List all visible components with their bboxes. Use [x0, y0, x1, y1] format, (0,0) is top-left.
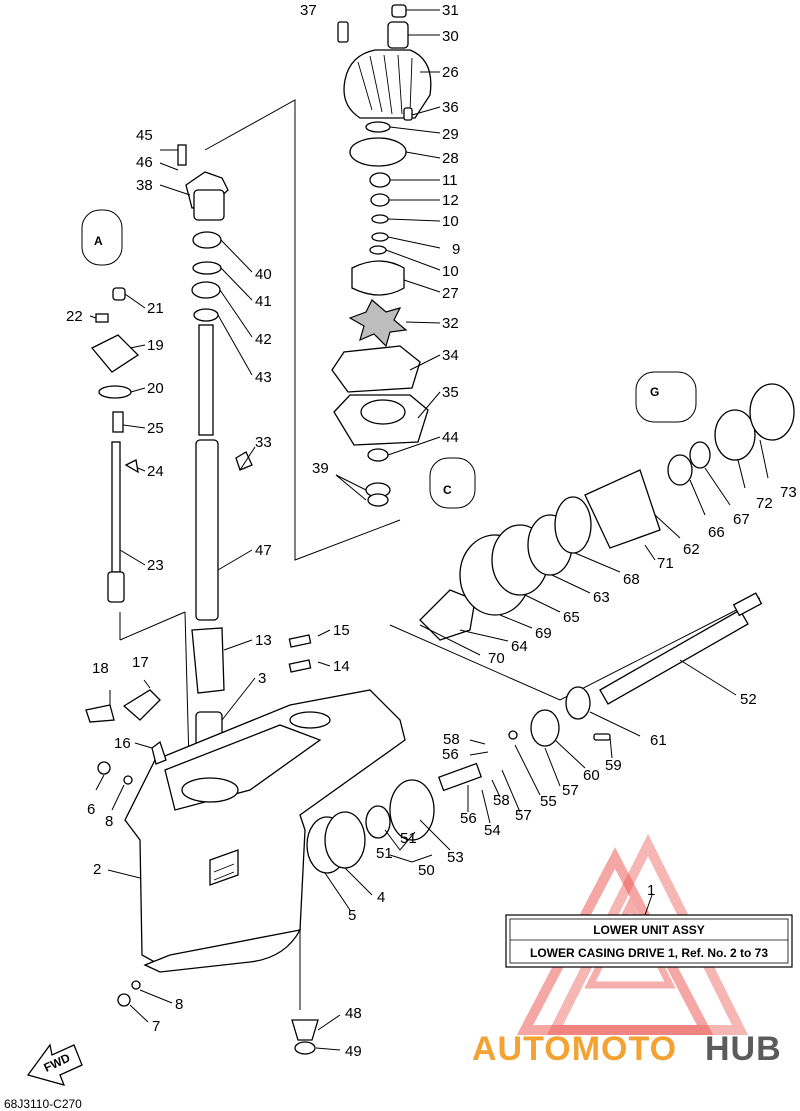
callout-25: 25 [147, 420, 164, 437]
callout-15: 15 [333, 622, 350, 639]
callout-60: 60 [583, 767, 600, 784]
callout-12: 12 [442, 192, 459, 209]
callout-10-upper: 10 [442, 213, 459, 230]
callout-59: 59 [605, 757, 622, 774]
callout-17: 17 [132, 654, 149, 671]
callout-labels: 31 30 37 26 36 29 28 11 12 10 9 10 27 32… [66, 2, 797, 1060]
callout-38: 38 [136, 177, 153, 194]
callout-54: 54 [484, 822, 501, 839]
svg-text:G: G [650, 385, 659, 399]
callout-56-top: 56 [442, 746, 459, 763]
callout-48: 48 [345, 1005, 362, 1022]
info-box-subtitle: LOWER CASING DRIVE 1, Ref. No. 2 to 73 [530, 946, 768, 960]
fwd-arrow: FWD [26, 1043, 83, 1086]
callout-46: 46 [136, 154, 153, 171]
water-pump-housing [331, 4, 432, 507]
callout-67: 67 [733, 511, 750, 528]
callout-5: 5 [348, 907, 356, 924]
callout-27: 27 [442, 285, 459, 302]
callout-32: 32 [442, 315, 459, 332]
callout-14: 14 [333, 658, 350, 675]
diagram-code: 68J3110-C270 [4, 1097, 82, 1111]
callout-1: 1 [647, 882, 655, 899]
callout-51-right: 51 [400, 830, 417, 847]
callout-66: 66 [708, 524, 725, 541]
callout-58-top: 58 [443, 731, 460, 748]
callout-3: 3 [258, 670, 266, 687]
callout-55: 55 [540, 793, 557, 810]
callout-19: 19 [147, 337, 164, 354]
svg-text:A: A [94, 234, 103, 248]
callout-51-left: 51 [376, 845, 393, 862]
callout-13: 13 [255, 632, 272, 649]
callout-53: 53 [447, 849, 464, 866]
callout-50: 50 [418, 862, 435, 879]
callout-31: 31 [442, 2, 459, 19]
callout-57-right: 57 [562, 782, 579, 799]
drive-shaft-assembly [177, 144, 312, 753]
callout-39: 39 [312, 460, 329, 477]
callout-42: 42 [255, 331, 272, 348]
callout-30: 30 [442, 28, 459, 45]
gear-assembly [291, 383, 795, 1055]
callout-24: 24 [147, 463, 164, 480]
grease-marker-insets: A C G [81, 209, 697, 509]
watermark-text: AUTOMOTO HUB [472, 1030, 782, 1068]
callout-49: 49 [345, 1043, 362, 1060]
info-box-title: LOWER UNIT ASSY [593, 923, 705, 937]
callout-33: 33 [255, 434, 272, 451]
callout-16: 16 [114, 735, 131, 752]
callout-21: 21 [147, 300, 164, 317]
svg-text:HUB: HUB [705, 1030, 782, 1068]
callout-23: 23 [147, 557, 164, 574]
callout-7: 7 [152, 1018, 160, 1035]
callout-36: 36 [442, 99, 459, 116]
callout-58-lower: 58 [493, 792, 510, 809]
callout-62: 62 [683, 541, 700, 558]
callout-6: 6 [87, 801, 95, 818]
callout-69: 69 [535, 625, 552, 642]
callout-43: 43 [255, 369, 272, 386]
callout-10-lower: 10 [442, 263, 459, 280]
callout-37: 37 [300, 2, 317, 19]
callout-44: 44 [442, 429, 459, 446]
callout-18: 18 [92, 660, 109, 677]
svg-text:C: C [443, 483, 452, 497]
callout-72: 72 [756, 495, 773, 512]
callout-61: 61 [650, 732, 667, 749]
callout-40: 40 [255, 266, 272, 283]
callout-28: 28 [442, 150, 459, 167]
callout-73: 73 [780, 484, 797, 501]
callout-63: 63 [593, 589, 610, 606]
callout-11: 11 [442, 172, 458, 189]
callout-9: 9 [452, 241, 460, 258]
callout-35: 35 [442, 384, 459, 401]
callout-57-lower: 57 [515, 807, 532, 824]
callout-8-lower: 8 [175, 996, 183, 1013]
callout-70: 70 [488, 650, 505, 667]
callout-65: 65 [563, 609, 580, 626]
callout-52: 52 [740, 691, 757, 708]
callout-4: 4 [377, 889, 385, 906]
callout-68: 68 [623, 571, 640, 588]
callout-22: 22 [66, 308, 83, 325]
svg-text:AUTOMOTO: AUTOMOTO [472, 1030, 677, 1068]
callout-71: 71 [657, 555, 674, 572]
callout-26: 26 [442, 64, 459, 81]
callout-45: 45 [136, 127, 153, 144]
leader-lines [89, 9, 769, 1051]
callout-56-lower: 56 [460, 810, 477, 827]
shift-rod-assembly [90, 287, 140, 603]
info-box: LOWER UNIT ASSY LOWER CASING DRIVE 1, Re… [505, 914, 793, 968]
callout-29: 29 [442, 126, 459, 143]
callout-20: 20 [147, 380, 164, 397]
callout-2: 2 [93, 861, 101, 878]
callout-41: 41 [255, 293, 272, 310]
callout-47: 47 [255, 542, 272, 559]
callout-8-upper: 8 [105, 813, 113, 830]
callout-64: 64 [511, 638, 528, 655]
callout-34: 34 [442, 347, 459, 364]
lower-casing [85, 689, 406, 1007]
